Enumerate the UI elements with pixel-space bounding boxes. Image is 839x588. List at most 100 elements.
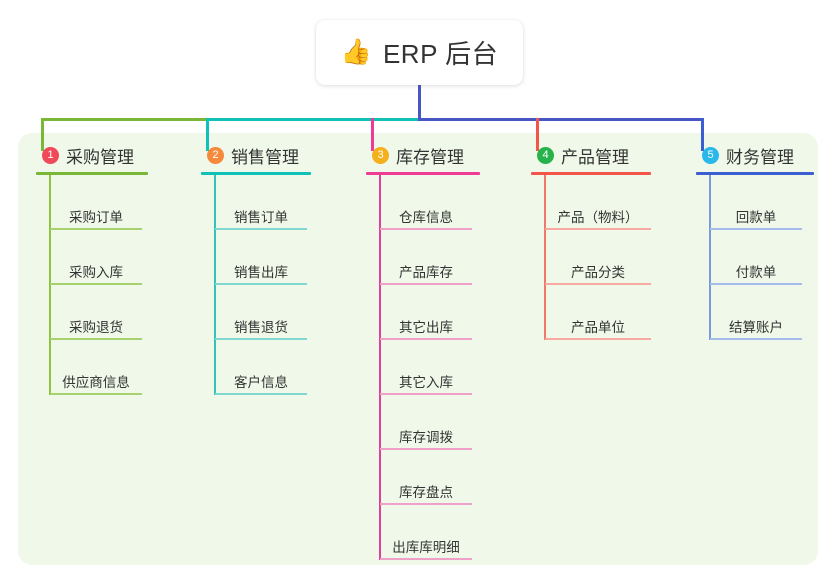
leaf-item-label: 其它入库 bbox=[399, 375, 453, 390]
leaf-item[interactable]: 采购订单 bbox=[50, 175, 142, 230]
leaf-item[interactable]: 库存盘点 bbox=[380, 450, 472, 505]
branch-number-badge: 5 bbox=[702, 147, 719, 164]
leaf-item-label: 销售出库 bbox=[234, 265, 288, 280]
leaf-item-rule bbox=[710, 283, 802, 285]
branch-header-rule bbox=[366, 172, 480, 175]
bus-segment-3 bbox=[417, 118, 704, 121]
leaf-item-rule bbox=[545, 228, 651, 230]
leaf-item-label: 销售订单 bbox=[234, 210, 288, 225]
branch-drop-5 bbox=[700, 118, 704, 151]
leaf-item-rule bbox=[710, 338, 802, 340]
root-title: ERP 后台 bbox=[382, 39, 499, 69]
leaf-item-label: 结算账户 bbox=[729, 320, 783, 335]
leaf-list: 仓库信息产品库存其它出库其它入库库存调拨库存盘点出库库明细 bbox=[366, 175, 516, 560]
leaf-item-label: 仓库信息 bbox=[399, 210, 453, 225]
leaf-item[interactable]: 客户信息 bbox=[215, 340, 307, 395]
leaf-item[interactable]: 其它出库 bbox=[380, 285, 472, 340]
leaf-item[interactable]: 采购入库 bbox=[50, 230, 142, 285]
leaf-item-label: 回款单 bbox=[735, 210, 777, 225]
leaf-spine bbox=[214, 175, 216, 395]
branch-column-1: 1 采购管理采购订单采购入库采购退货供应商信息 bbox=[36, 143, 186, 395]
leaf-item-label: 产品单位 bbox=[571, 320, 625, 335]
leaf-item-rule bbox=[380, 558, 472, 560]
leaf-item[interactable]: 产品库存 bbox=[380, 230, 472, 285]
leaf-spine bbox=[709, 175, 711, 340]
branch-header-1[interactable]: 1 采购管理 bbox=[36, 143, 186, 168]
leaf-item-rule bbox=[380, 393, 472, 395]
leaf-item[interactable]: 销售订单 bbox=[215, 175, 307, 230]
leaf-list: 产品（物料） 产品分类产品单位 bbox=[531, 175, 681, 340]
leaf-item-label: 付款单 bbox=[735, 265, 777, 280]
thumbs-up-icon: 👍 bbox=[340, 38, 372, 66]
leaf-item-rule bbox=[50, 283, 142, 285]
branch-title: 库存管理 bbox=[396, 148, 464, 167]
leaf-list: 采购订单采购入库采购退货供应商信息 bbox=[36, 175, 186, 395]
leaf-item-label: 采购退货 bbox=[69, 320, 123, 335]
leaf-item[interactable]: 销售出库 bbox=[215, 230, 307, 285]
leaf-item[interactable]: 付款单 bbox=[710, 230, 802, 285]
leaf-item[interactable]: 供应商信息 bbox=[50, 340, 142, 395]
branch-drop-4 bbox=[535, 118, 539, 151]
branch-header-2[interactable]: 2 销售管理 bbox=[201, 143, 351, 168]
leaf-item-label: 其它出库 bbox=[399, 320, 453, 335]
root-node[interactable]: 👍 ERP 后台 bbox=[316, 20, 523, 85]
branch-header-rule bbox=[201, 172, 311, 175]
branch-header-rule bbox=[36, 172, 148, 175]
leaf-item-rule bbox=[545, 283, 651, 285]
leaf-item[interactable]: 库存调拨 bbox=[380, 395, 472, 450]
leaf-item[interactable]: 产品单位 bbox=[545, 285, 651, 340]
root-stem bbox=[417, 85, 421, 121]
leaf-item[interactable]: 销售退货 bbox=[215, 285, 307, 340]
leaf-item-rule bbox=[380, 283, 472, 285]
leaf-item[interactable]: 出库库明细 bbox=[380, 505, 472, 560]
leaf-item-label: 产品库存 bbox=[399, 265, 453, 280]
branch-title: 销售管理 bbox=[231, 148, 299, 167]
branch-header-rule bbox=[531, 172, 651, 175]
branch-title: 采购管理 bbox=[66, 148, 134, 167]
leaf-item[interactable]: 回款单 bbox=[710, 175, 802, 230]
branch-column-2: 2 销售管理销售订单销售出库销售退货客户信息 bbox=[201, 143, 351, 395]
leaf-item-label: 出库库明细 bbox=[392, 540, 460, 555]
leaf-item[interactable]: 产品分类 bbox=[545, 230, 651, 285]
leaf-item-rule bbox=[215, 393, 307, 395]
leaf-item-label: 采购入库 bbox=[69, 265, 123, 280]
branch-drop-3 bbox=[370, 118, 374, 151]
leaf-item-rule bbox=[380, 448, 472, 450]
bus-segment-2 bbox=[205, 118, 421, 121]
leaf-list: 销售订单销售出库销售退货客户信息 bbox=[201, 175, 351, 395]
leaf-item-label: 客户信息 bbox=[234, 375, 288, 390]
leaf-item-label: 产品分类 bbox=[571, 265, 625, 280]
leaf-item[interactable]: 采购退货 bbox=[50, 285, 142, 340]
branch-header-5[interactable]: 5 财务管理 bbox=[696, 143, 839, 168]
leaf-item-rule bbox=[545, 338, 651, 340]
branch-number-badge: 2 bbox=[207, 147, 224, 164]
leaf-list: 回款单付款单结算账户 bbox=[696, 175, 839, 340]
leaf-item-rule bbox=[380, 503, 472, 505]
leaf-item[interactable]: 产品（物料） bbox=[545, 175, 651, 230]
leaf-item-rule bbox=[50, 338, 142, 340]
bus-segment-1 bbox=[40, 118, 209, 121]
branch-title: 产品管理 bbox=[561, 148, 629, 167]
leaf-item-rule bbox=[215, 283, 307, 285]
leaf-item-rule bbox=[50, 228, 142, 230]
leaf-item-rule bbox=[215, 228, 307, 230]
branches-panel bbox=[18, 133, 818, 565]
leaf-spine bbox=[544, 175, 546, 340]
leaf-item-label: 供应商信息 bbox=[62, 375, 130, 390]
leaf-item[interactable]: 仓库信息 bbox=[380, 175, 472, 230]
leaf-item-rule bbox=[380, 338, 472, 340]
leaf-item-label: 库存调拨 bbox=[399, 430, 453, 445]
leaf-item[interactable]: 其它入库 bbox=[380, 340, 472, 395]
leaf-item-rule bbox=[710, 228, 802, 230]
leaf-item-label: 产品（物料） bbox=[557, 210, 639, 225]
branch-number-badge: 1 bbox=[42, 147, 59, 164]
branch-drop-2 bbox=[205, 118, 209, 151]
branch-title: 财务管理 bbox=[726, 148, 794, 167]
leaf-spine bbox=[379, 175, 381, 560]
leaf-item-label: 库存盘点 bbox=[399, 485, 453, 500]
leaf-item[interactable]: 结算账户 bbox=[710, 285, 802, 340]
